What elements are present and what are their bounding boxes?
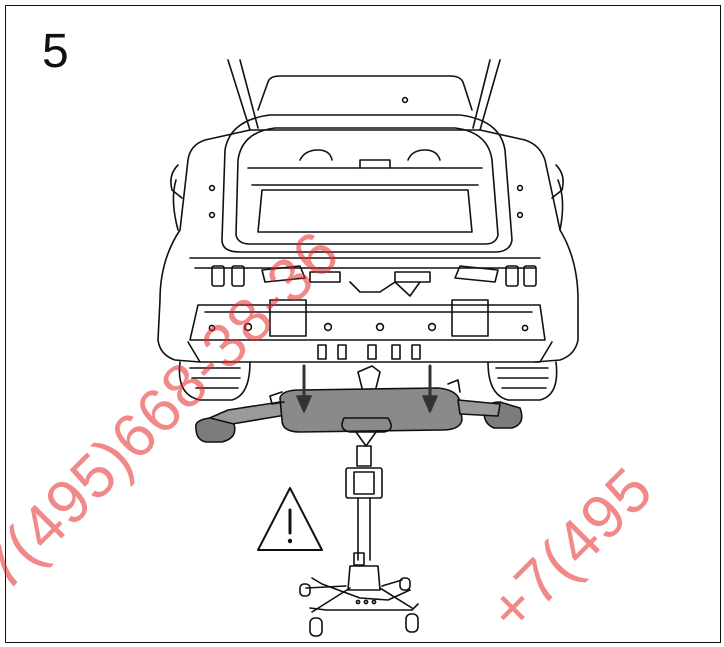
rear-tires [178,361,558,401]
step-number: 5 [42,25,69,78]
warning-triangle-icon [257,487,323,551]
open-tailgate [227,59,501,131]
exhaust-muffler [194,365,523,443]
jack-stand [299,417,419,637]
down-arrow-icon [296,364,438,413]
rear-crossmember [187,299,553,363]
car-body [157,96,579,363]
figure-frame [5,5,721,643]
